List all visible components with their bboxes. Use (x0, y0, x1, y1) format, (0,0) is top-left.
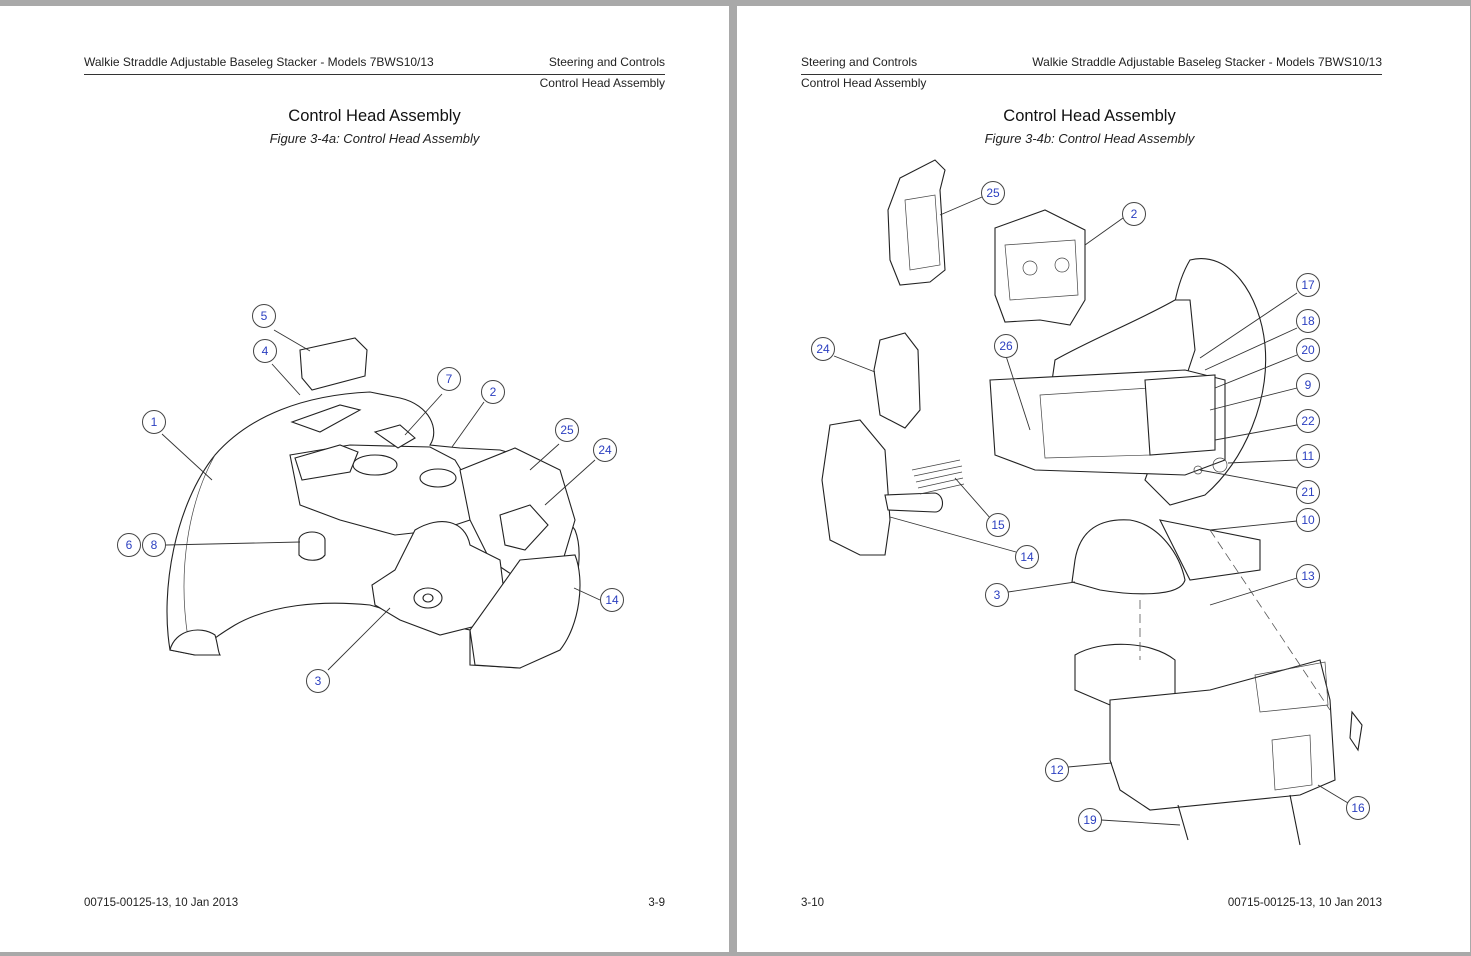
callout-24: 24 (593, 438, 617, 462)
control-head-assembly-figure-a: 5 4 7 2 1 25 24 6 8 14 3 (117, 304, 624, 693)
callout-16: 16 (1346, 796, 1370, 820)
control-head-assembly-figure-b: 25 2 17 18 24 26 20 9 22 11 21 10 15 14 … (811, 159, 1370, 846)
callout-1: 1 (142, 410, 166, 434)
header-rule (84, 74, 665, 75)
callout-10: 10 (1296, 508, 1320, 532)
figure-caption: Figure 3-4a: Control Head Assembly (269, 131, 480, 146)
header-right-subsection: Control Head Assembly (539, 76, 665, 90)
svg-text:26: 26 (999, 339, 1013, 353)
header-right-section: Steering and Controls (548, 55, 665, 69)
header-rule (801, 74, 1382, 75)
footer-page-number: 3-9 (648, 897, 665, 909)
footer-page-number: 3-10 (801, 897, 825, 909)
svg-text:3: 3 (994, 588, 1001, 602)
svg-text:12: 12 (1050, 763, 1064, 777)
callout-24: 24 (811, 337, 835, 361)
footer-doc-id: 00715-00125-13, 10 Jan 2013 (84, 897, 239, 909)
svg-text:14: 14 (1020, 550, 1034, 564)
svg-text:2: 2 (490, 385, 497, 399)
callout-2: 2 (481, 380, 505, 404)
svg-text:15: 15 (991, 518, 1005, 532)
svg-text:4: 4 (262, 344, 269, 358)
callout-14: 14 (1015, 545, 1039, 569)
svg-text:1: 1 (151, 415, 158, 429)
callout-7: 7 (437, 367, 461, 391)
figure-caption: Figure 3-4b: Control Head Assembly (984, 131, 1195, 146)
callout-13: 13 (1296, 564, 1320, 588)
footer-doc-id: 00715-00125-13, 10 Jan 2013 (1227, 897, 1382, 909)
callout-15: 15 (986, 513, 1010, 537)
callout-20: 20 (1296, 338, 1320, 362)
svg-text:9: 9 (1305, 378, 1312, 392)
svg-text:2: 2 (1131, 207, 1138, 221)
leader-lines (833, 196, 1349, 826)
svg-text:10: 10 (1301, 513, 1315, 527)
svg-text:11: 11 (1302, 449, 1315, 463)
page-right: Steering and Controls Control Head Assem… (737, 6, 1470, 952)
svg-text:16: 16 (1351, 801, 1365, 815)
callout-9: 9 (1296, 373, 1320, 397)
svg-text:19: 19 (1083, 813, 1097, 827)
callout-21: 21 (1296, 480, 1320, 504)
leader-lines (161, 329, 601, 671)
svg-text:20: 20 (1301, 343, 1315, 357)
callout-5: 5 (252, 304, 276, 328)
header-right-title: Walkie Straddle Adjustable Baseleg Stack… (1032, 55, 1382, 69)
svg-text:25: 25 (560, 423, 574, 437)
page-title: Control Head Assembly (1003, 107, 1176, 125)
callout-6: 6 (117, 533, 141, 557)
callout-19: 19 (1078, 808, 1102, 832)
svg-text:22: 22 (1301, 414, 1315, 428)
header-left-title: Walkie Straddle Adjustable Baseleg Stack… (84, 55, 434, 69)
page-title: Control Head Assembly (288, 107, 461, 125)
callout-18: 18 (1296, 309, 1320, 333)
svg-text:24: 24 (816, 342, 830, 356)
svg-text:5: 5 (261, 309, 268, 323)
callout-22: 22 (1296, 409, 1320, 433)
svg-text:24: 24 (598, 443, 612, 457)
svg-text:13: 13 (1301, 569, 1315, 583)
callout-25: 25 (555, 418, 579, 442)
callout-11: 11 (1296, 444, 1320, 468)
svg-text:21: 21 (1301, 485, 1315, 499)
callout-17: 17 (1296, 273, 1320, 297)
callout-12: 12 (1045, 758, 1069, 782)
header-left-section: Steering and Controls (801, 55, 918, 69)
page-left: Walkie Straddle Adjustable Baseleg Stack… (0, 6, 729, 952)
svg-text:14: 14 (605, 593, 619, 607)
callout-26: 26 (994, 334, 1018, 358)
svg-text:8: 8 (151, 538, 158, 552)
svg-text:7: 7 (446, 372, 453, 386)
callout-2: 2 (1122, 202, 1146, 226)
callout-8: 8 (142, 533, 166, 557)
svg-text:3: 3 (315, 674, 322, 688)
callout-3: 3 (306, 669, 330, 693)
svg-text:25: 25 (986, 186, 1000, 200)
callout-4: 4 (253, 339, 277, 363)
svg-text:17: 17 (1301, 278, 1315, 292)
svg-text:6: 6 (126, 538, 133, 552)
callout-25: 25 (981, 181, 1005, 205)
callout-14: 14 (600, 588, 624, 612)
header-left-subsection: Control Head Assembly (801, 76, 927, 90)
callout-3: 3 (985, 583, 1009, 607)
svg-text:18: 18 (1301, 314, 1315, 328)
